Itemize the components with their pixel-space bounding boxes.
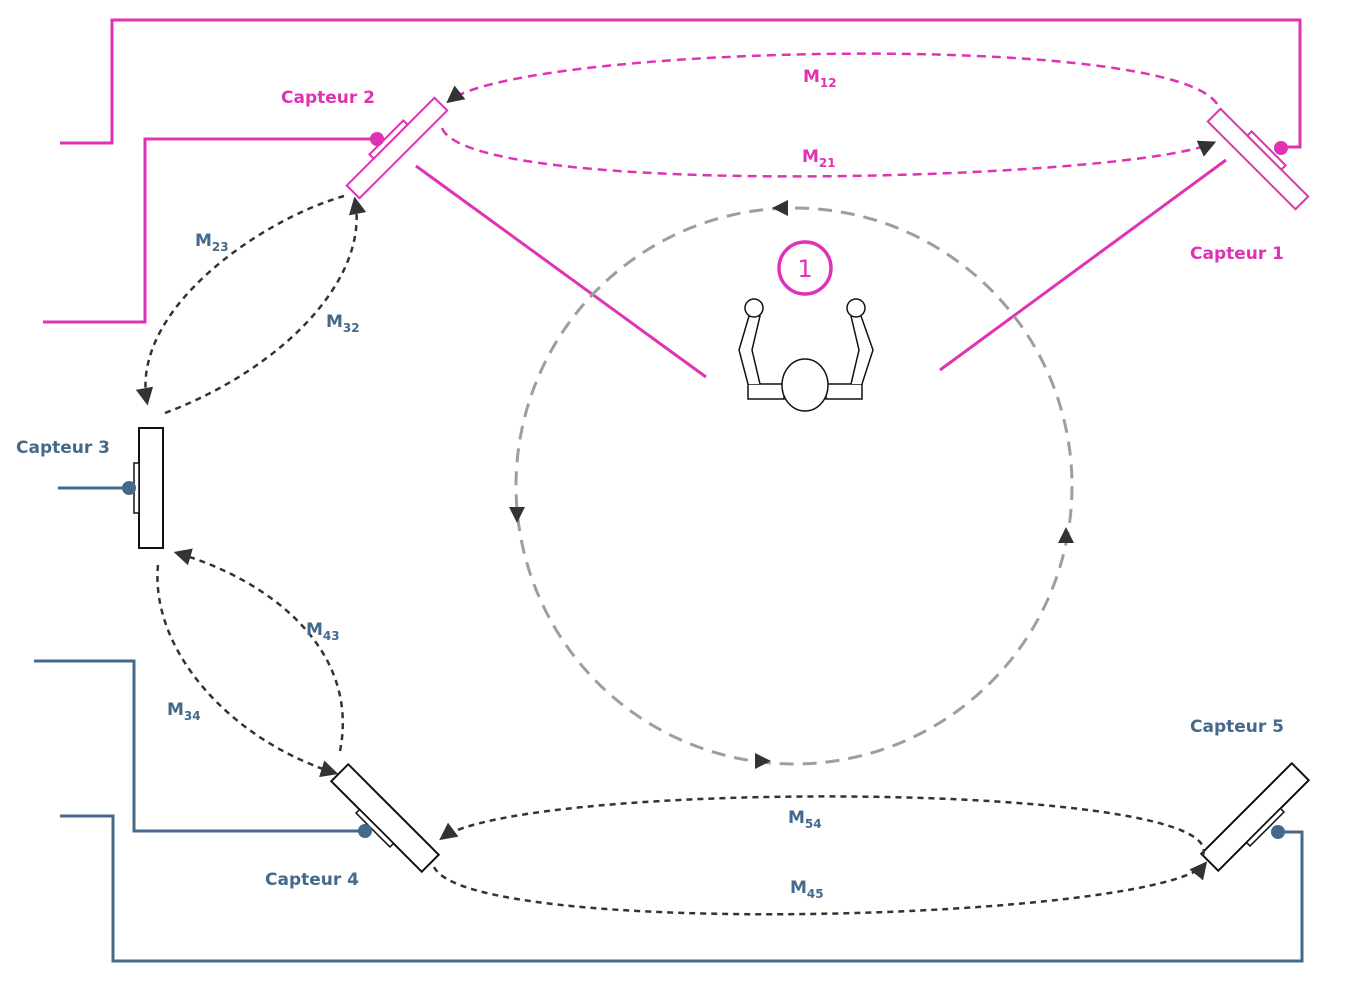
capteur-4-cable: [34, 659, 365, 833]
capteur-2-beam: [415, 164, 707, 379]
arc-m12: [446, 52, 1219, 105]
m23-label: M23: [195, 231, 229, 254]
m45-label: M45: [790, 878, 824, 901]
m32-label: M32: [326, 312, 360, 335]
capteur-5-connector: [1271, 825, 1285, 839]
m34-label: M34: [167, 700, 201, 723]
position-marker: 1: [777, 240, 833, 296]
capteur-5-sensor-icon: [1199, 761, 1311, 873]
capteur-2-label: Capteur 2: [281, 88, 375, 108]
rotation-circle: [509, 200, 1074, 769]
capteur-5-label: Capteur 5: [1190, 717, 1284, 737]
capteur-1-beam: [939, 158, 1227, 372]
capteur-2-cable: [43, 137, 373, 324]
arc-m21: [440, 127, 1217, 178]
capteur-3-sensor-icon: [133, 427, 164, 549]
capteur-3-connector: [122, 481, 136, 495]
m21-label: M21: [802, 147, 836, 170]
m54-label: M54: [788, 808, 822, 831]
capteur-1-sensor-icon: [1206, 107, 1310, 211]
arc-m54: [439, 795, 1205, 856]
position-marker-number: 1: [797, 255, 812, 283]
capteur-5-cable: [60, 814, 1304, 963]
rotation-arrow-bottom: [755, 753, 771, 769]
arc-m43: [173, 548, 344, 752]
arc-m32: [164, 196, 367, 415]
blue-wiring: [34, 486, 1304, 963]
arc-m34: [156, 564, 339, 778]
arc-m45: [432, 861, 1208, 916]
capteur-4-sensor-icon: [329, 762, 441, 874]
capteur-4-connector: [358, 824, 372, 838]
person-top-view-icon: [738, 298, 874, 412]
measurement-arcs-dark: [135, 194, 1208, 916]
capteur-4-label: Capteur 4: [265, 870, 359, 890]
capteur-1-connector: [1274, 141, 1288, 155]
m43-label: M43: [306, 620, 340, 643]
arc-m23: [135, 194, 345, 406]
capteur-2-sensor-icon: [345, 96, 449, 200]
magenta-wiring: [43, 18, 1302, 379]
capteur-2-connector: [370, 132, 384, 146]
measurement-arcs-magenta: [440, 52, 1219, 178]
rotation-arrow-left: [509, 507, 525, 523]
capteur-3-label: Capteur 3: [16, 438, 110, 458]
m12-label: M12: [803, 67, 837, 90]
capteur-1-cable: [60, 18, 1302, 149]
rotation-arrow-top: [772, 200, 788, 216]
capteur-1-label: Capteur 1: [1190, 244, 1284, 264]
rotation-arrow-right: [1058, 527, 1074, 543]
